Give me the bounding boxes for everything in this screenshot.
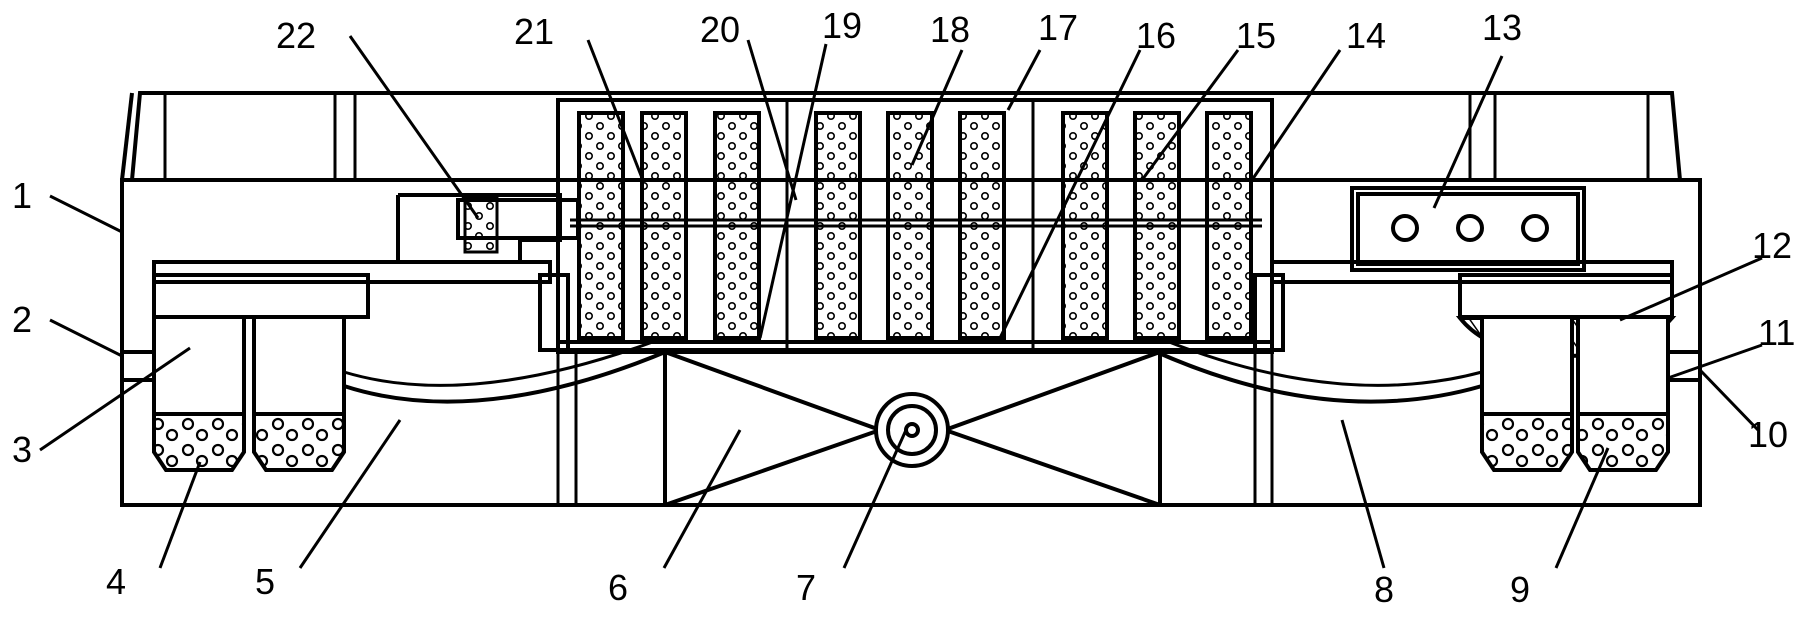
label-6: 6 [608,567,628,608]
label-20: 20 [700,9,740,50]
filter-plate [958,111,1006,340]
reference-labels: 1 2 3 4 5 6 7 8 9 10 11 12 13 14 15 16 1… [12,5,1795,610]
fan-assembly [556,350,1274,507]
label-8: 8 [1374,569,1394,610]
control-knob [1391,214,1419,242]
label-12: 12 [1752,225,1792,266]
filter-plate [886,111,934,340]
filter-plate [1061,111,1109,340]
left-brush-block-b [252,412,346,472]
label-22: 22 [276,15,316,56]
label-19: 19 [822,5,862,46]
label-10: 10 [1748,414,1788,455]
right-brush-block-a [1480,412,1574,472]
control-knob [1456,214,1484,242]
label-2: 2 [12,299,32,340]
label-15: 15 [1236,15,1276,56]
label-3: 3 [12,429,32,470]
left-brush-block-a [152,412,246,472]
filter-plate [1205,111,1253,340]
leader-lines [39,35,1763,569]
control-panel [1350,186,1586,272]
label-14: 14 [1346,15,1386,56]
filter-plate [814,111,862,340]
right-bay [1151,260,1677,472]
filter-plate [640,111,688,340]
filter-plate [1133,111,1181,340]
label-18: 18 [930,9,970,50]
label-9: 9 [1510,569,1530,610]
label-11: 11 [1758,312,1795,353]
label-13: 13 [1482,7,1522,48]
label-21: 21 [514,11,554,52]
filter-plate [713,111,761,340]
control-knob [1521,214,1549,242]
filter-plate [577,111,625,340]
label-1: 1 [12,175,32,216]
left-bay [152,193,671,472]
label-4: 4 [106,561,126,602]
label-17: 17 [1038,7,1078,48]
right-brush-block-b [1576,412,1670,472]
label-7: 7 [796,567,816,608]
label-16: 16 [1136,15,1176,56]
filter-housing [556,98,1274,354]
label-5: 5 [255,561,275,602]
